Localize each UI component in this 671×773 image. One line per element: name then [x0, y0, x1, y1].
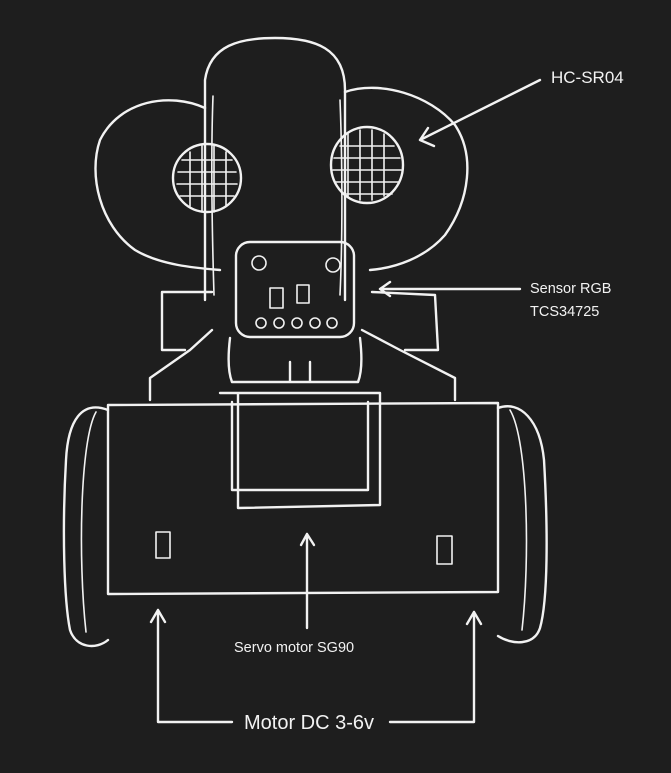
board-pin	[273, 317, 285, 329]
label-hc-sr04: HC-SR04	[551, 68, 624, 87]
label-sensor-model: TCS34725	[530, 304, 599, 320]
right-eye-mesh	[332, 129, 402, 201]
neck-joint	[227, 336, 363, 384]
board-pin	[291, 317, 303, 329]
board-pin	[326, 317, 338, 329]
ultrasonic-eyes	[171, 125, 405, 214]
head-center-piece	[203, 36, 347, 302]
left-shoulder	[148, 290, 214, 402]
callout-servo: Servo motor SG90	[234, 532, 354, 656]
right-shoulder	[360, 290, 457, 402]
callout-motor-dc: Motor DC 3-6v	[149, 608, 483, 734]
sensor-rgb-arrow	[378, 280, 522, 298]
label-sensor-rgb: Sensor RGB	[530, 281, 611, 297]
board-led-right	[296, 284, 310, 304]
left-ear	[94, 99, 222, 272]
left-eye-mesh	[176, 145, 238, 213]
board-led-left	[269, 287, 284, 309]
robot-head	[94, 36, 469, 302]
board-hole-right	[325, 257, 341, 273]
motor-dc-bracket	[149, 608, 483, 724]
right-ear	[343, 86, 469, 272]
rgb-sensor-board	[234, 240, 356, 339]
robot-shoulders	[148, 290, 457, 402]
left-wheel	[62, 406, 110, 648]
callout-sensor-rgb: Sensor RGB TCS34725	[378, 280, 611, 320]
left-wheel-inner	[80, 411, 97, 633]
board-pin	[255, 317, 267, 329]
body-box	[106, 401, 500, 596]
robot-wheels	[62, 405, 548, 648]
robot-body	[106, 391, 500, 596]
label-motor-dc: Motor DC 3-6v	[244, 712, 374, 734]
sensor-board-outline	[234, 240, 356, 339]
servo-bracket	[218, 391, 382, 510]
servo-arrow	[299, 532, 316, 630]
body-slot-right	[436, 535, 453, 565]
callout-hc-sr04: HC-SR04	[418, 68, 624, 148]
left-eye	[171, 142, 243, 214]
hc-sr04-arrow	[418, 78, 542, 148]
board-hole-left	[251, 255, 267, 271]
board-pin	[309, 317, 321, 329]
right-wheel-inner	[509, 409, 528, 631]
label-servo: Servo motor SG90	[234, 640, 354, 656]
right-eye	[329, 125, 405, 205]
body-slot-left	[155, 531, 171, 559]
right-wheel	[496, 405, 548, 644]
